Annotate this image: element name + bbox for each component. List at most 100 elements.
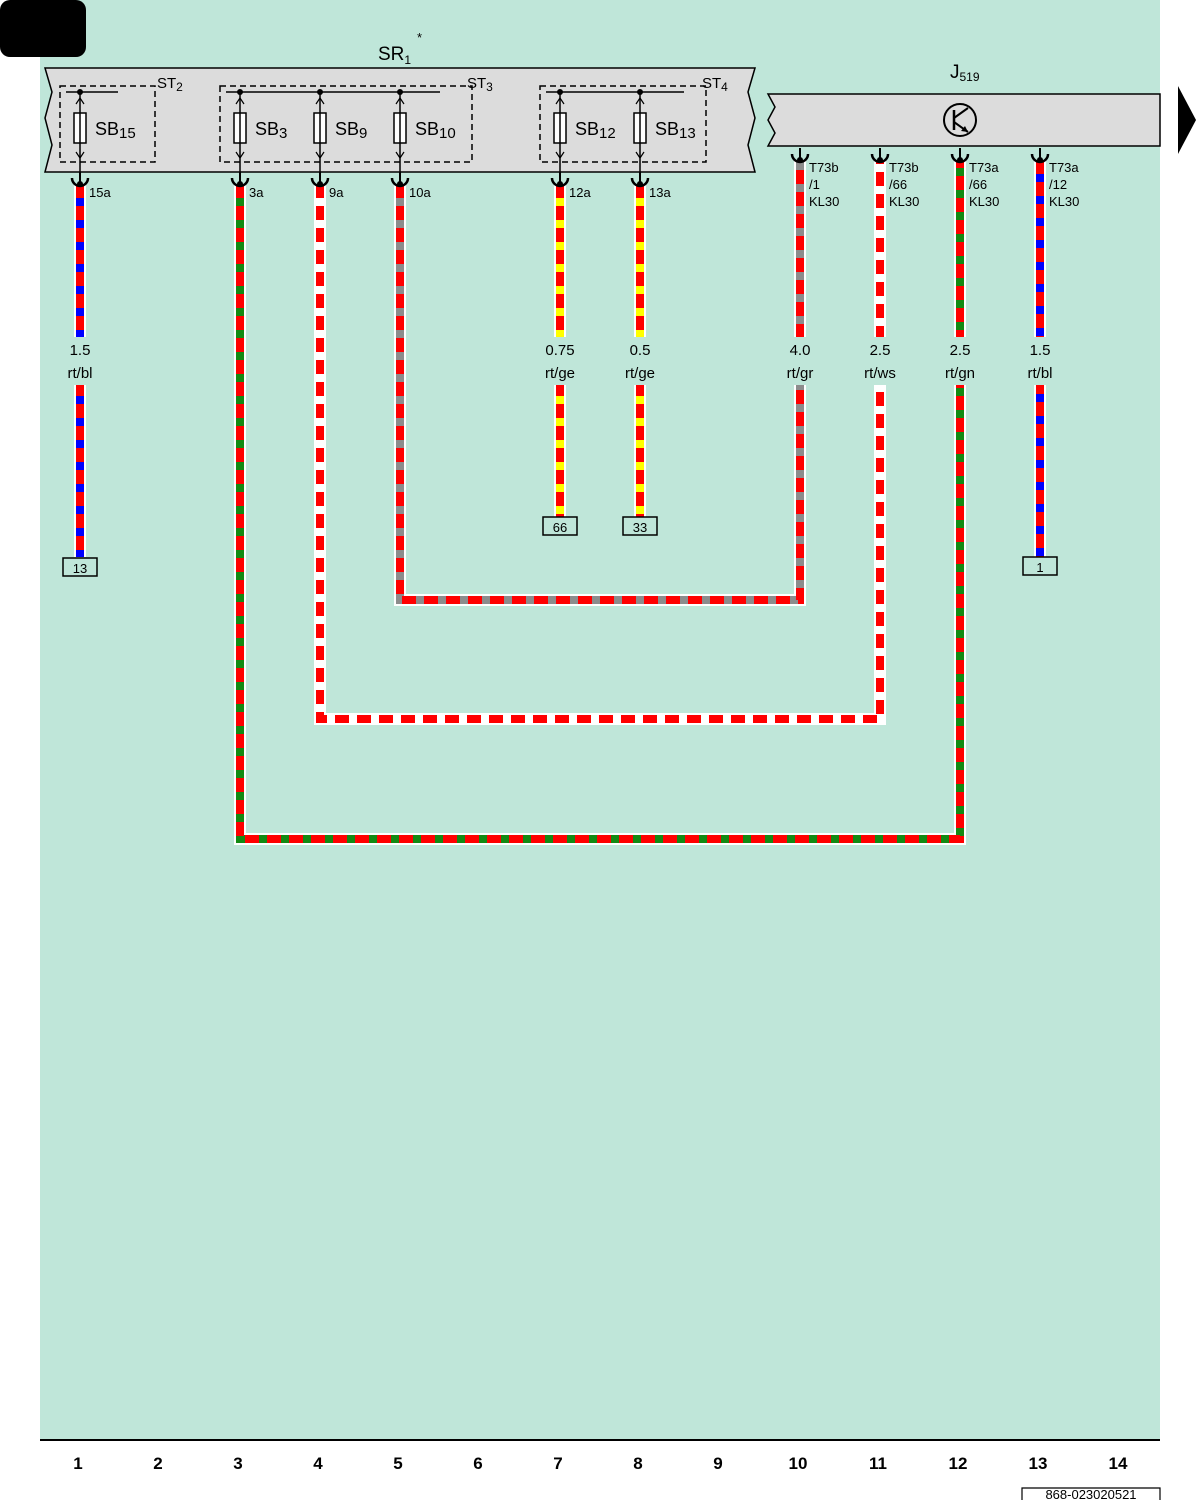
connector-pin-icon	[630, 172, 650, 188]
fuse-label: SB13	[655, 119, 696, 142]
connector-pin-icon	[230, 172, 250, 188]
j519-pin-connector: T73b	[809, 160, 839, 175]
connector-pin-icon	[950, 148, 970, 164]
wire-label-gap	[1032, 337, 1048, 385]
svg-text:ST2: ST2	[157, 75, 183, 94]
j519-label: J519	[950, 62, 980, 84]
j519-pin-terminal: KL30	[809, 194, 839, 209]
connector-pin-icon	[870, 148, 890, 164]
column-number: 7	[553, 1454, 562, 1473]
next-page-arrow-icon[interactable]	[1178, 86, 1196, 154]
fuses-layer: SB15 SB3 SB9 SB10 SB12 SB13	[73, 89, 696, 172]
footer-code: 868-023020521	[1045, 1487, 1136, 1500]
reference-box[interactable]: 1	[1022, 556, 1058, 576]
wire-color-label: rt/ge	[545, 365, 575, 382]
j519-pin-terminal: KL30	[889, 194, 919, 209]
wire-size-label: 1.5	[1030, 342, 1051, 359]
pin-label: 3a	[249, 185, 264, 200]
wire-sb9-to-j519-rt-ws	[314, 160, 886, 725]
fuse-sb13: SB13	[633, 89, 696, 172]
j519-pin-connector: T73a	[969, 160, 999, 175]
wire-color-label: rt/bl	[67, 365, 92, 382]
j519-pin-terminal: KL30	[969, 194, 999, 209]
column-number: 12	[949, 1454, 968, 1473]
wire-label-gap	[72, 337, 88, 385]
sr1-asterisk: *	[417, 30, 422, 45]
column-number: 2	[153, 1454, 162, 1473]
svg-text:ST3: ST3	[467, 75, 493, 94]
wire-size-label: 1.5	[70, 342, 91, 359]
references-layer: 13 66 33 1	[62, 516, 1058, 577]
column-number: 14	[1109, 1454, 1128, 1473]
connector-pin-icon	[70, 172, 90, 188]
column-number: 8	[633, 1454, 642, 1473]
column-number: 11	[869, 1454, 887, 1473]
wire-color-label: rt/gr	[787, 365, 814, 382]
control-unit-j519: J519	[766, 62, 1161, 147]
wire-label-gap	[952, 337, 968, 385]
pin-label: 10a	[409, 185, 431, 200]
column-number: 5	[393, 1454, 402, 1473]
wire-label-gap	[632, 337, 648, 385]
wire-size-label: 0.5	[630, 342, 651, 359]
reference-box[interactable]: 66	[542, 516, 578, 536]
fuse-sb12: SB12	[553, 89, 616, 172]
wire-label-gap	[872, 337, 888, 385]
fuse-strip-st2: ST2	[59, 75, 183, 163]
wire-size-label: 0.75	[545, 342, 574, 359]
pin-label: 12a	[569, 185, 591, 200]
column-number: 1	[73, 1454, 82, 1473]
wire-size-label: 2.5	[870, 342, 891, 359]
reference-box[interactable]: 13	[62, 557, 98, 577]
transistor-icon	[943, 103, 977, 137]
connector-pin-icon	[390, 172, 410, 188]
connector-pin-icon	[550, 172, 570, 188]
wire-size-label: 4.0	[790, 342, 811, 359]
sr1-label: SR1	[378, 44, 411, 67]
wire-size-label: 2.5	[950, 342, 971, 359]
column-number: 9	[713, 1454, 722, 1473]
j519-pin-number: /12	[1049, 177, 1067, 192]
fuse-sb3: SB3	[233, 89, 287, 172]
wire-label-gap	[552, 337, 568, 385]
column-number: 4	[313, 1454, 323, 1473]
j519-pin-number: /1	[809, 177, 820, 192]
fuse-sb10: SB10	[393, 89, 456, 172]
wires-layer	[72, 160, 1048, 845]
fuse-label: SB3	[255, 119, 287, 142]
wire-color-label: rt/ge	[625, 365, 655, 382]
reference-number: 13	[73, 561, 87, 576]
reference-number: 66	[553, 520, 567, 535]
pin-label: 15a	[89, 185, 111, 200]
fuse-label: SB12	[575, 119, 616, 142]
corner-badge	[0, 0, 86, 57]
j519-pin-terminal: KL30	[1049, 194, 1079, 209]
fuse-strip-st4: ST4	[539, 75, 728, 163]
fuse-strip-st3: ST3	[219, 75, 493, 163]
j519-pin-number: /66	[889, 177, 907, 192]
j519-pin-number: /66	[969, 177, 987, 192]
wire-label-gap	[792, 337, 808, 385]
reference-box[interactable]: 33	[622, 516, 658, 536]
wire-color-label: rt/gn	[945, 365, 975, 382]
wire-color-label: rt/ws	[864, 365, 896, 382]
column-number: 10	[789, 1454, 808, 1473]
wire-sb3-to-j519-rt-gn	[234, 160, 966, 845]
connector-pin-icon	[1030, 148, 1050, 164]
j519-pin-connector: T73b	[889, 160, 919, 175]
pin-label: 9a	[329, 185, 344, 200]
connector-pin-icon	[790, 148, 810, 164]
wire-labels-layer: 1.5 rt/bl 0.75 rt/ge 0.5 rt/ge 4.0 rt/gr 2.5 rt/w…	[67, 342, 1052, 382]
reference-number: 33	[633, 520, 647, 535]
reference-number: 1	[1036, 560, 1043, 575]
fuse-label: SB10	[415, 119, 456, 142]
column-number: 6	[473, 1454, 482, 1473]
column-number: 13	[1029, 1454, 1048, 1473]
fuse-label: SB15	[95, 119, 136, 142]
svg-text:ST4: ST4	[702, 75, 728, 94]
fuse-label: SB9	[335, 119, 367, 142]
wire-color-label: rt/bl	[1027, 365, 1052, 382]
